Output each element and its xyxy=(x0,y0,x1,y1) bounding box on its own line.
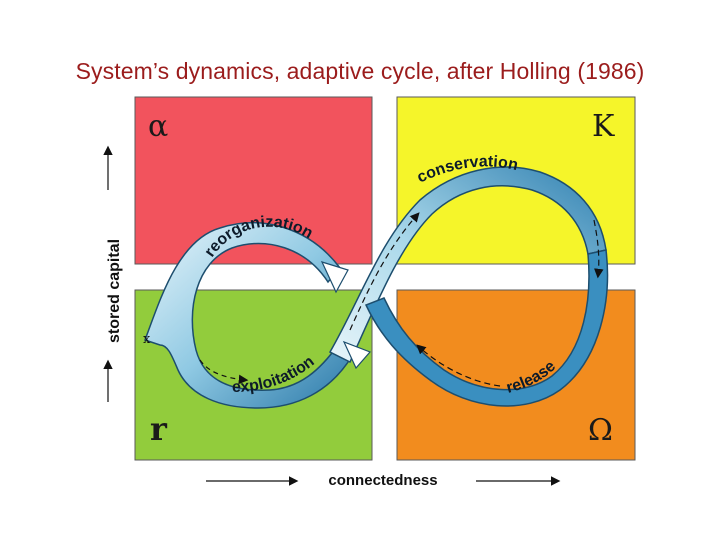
alpha-label: α xyxy=(148,109,168,144)
flow-arrow-release xyxy=(416,344,501,387)
flow-arrow-diagonal xyxy=(349,212,420,331)
flow-arrow-exploitation xyxy=(199,359,249,385)
ribbon-arrow-tip-release xyxy=(342,340,372,370)
ribbon-arrow-tip-top xyxy=(320,261,349,294)
k-label: K xyxy=(592,109,615,144)
slide-title: System’s dynamics, adaptive cycle, after… xyxy=(75,58,645,84)
x-axis-label: connectedness xyxy=(328,472,437,489)
ribbon-left-loop xyxy=(144,222,353,409)
flow-arrow-k-down xyxy=(593,219,604,279)
y-axis-label: stored capital xyxy=(106,239,123,343)
ribbon-release-loop xyxy=(364,249,609,407)
r-label: r xyxy=(150,410,168,448)
omega-label: Ω xyxy=(588,413,613,448)
exit-marker: x xyxy=(143,332,151,347)
